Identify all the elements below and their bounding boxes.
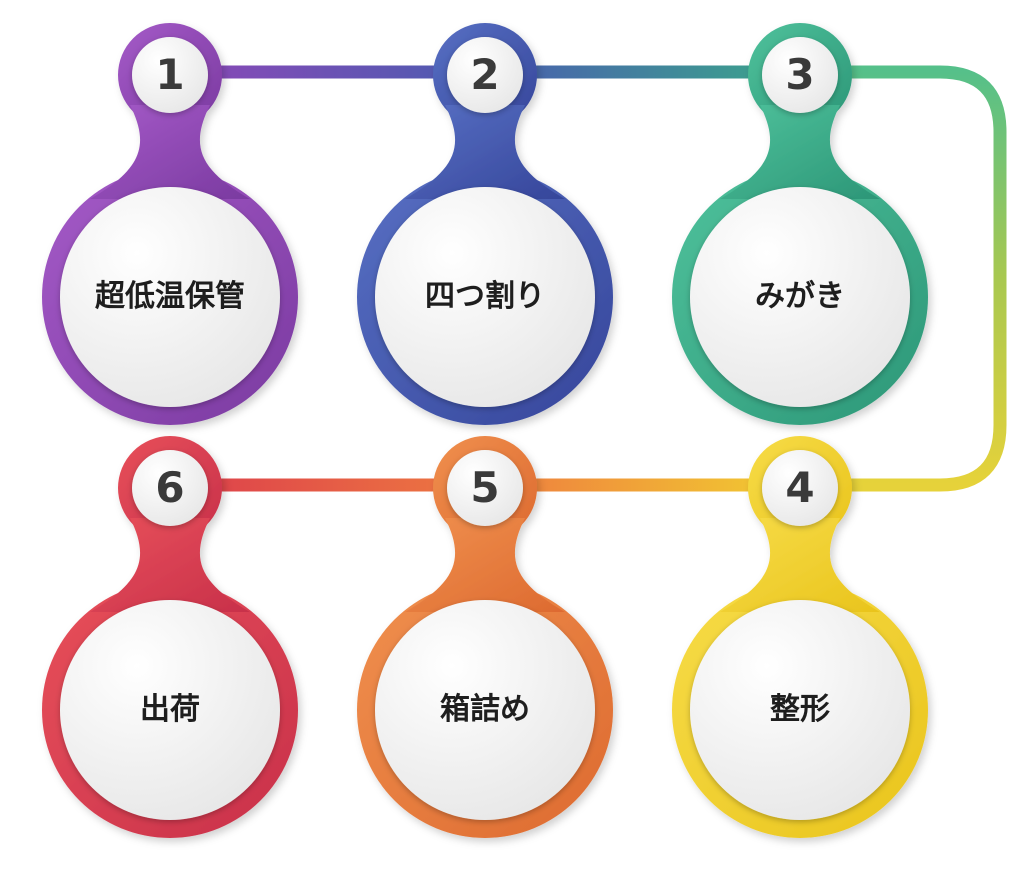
step-5-number-disc [447, 450, 523, 526]
step-3-label-disc [690, 187, 910, 407]
step-3-number-disc [762, 37, 838, 113]
step-6-label: 出荷 [140, 692, 200, 727]
step-node-5 [357, 436, 613, 838]
step-6-number-disc [132, 450, 208, 526]
connector-right [813, 65, 1007, 492]
step-3-number: 3 [785, 50, 815, 99]
step-2-label-disc [375, 187, 595, 407]
step-5-number: 5 [470, 463, 500, 512]
step-6-label-disc [60, 600, 280, 820]
step-4-label: 整形 [770, 692, 830, 727]
step-node-2 [357, 23, 613, 425]
step-node-6 [42, 436, 298, 838]
step-1-label-disc [60, 187, 280, 407]
step-1-number-disc [132, 37, 208, 113]
step-4-label-disc [690, 600, 910, 820]
step-node-3 [672, 23, 928, 425]
step-node-4 [672, 436, 928, 838]
step-1-number: 1 [155, 50, 185, 99]
step-4-number: 4 [785, 463, 815, 512]
step-1-label: 超低温保管 [95, 279, 245, 314]
step-2-number: 2 [470, 50, 500, 99]
step-node-1 [42, 23, 298, 425]
step-5-label-disc [375, 600, 595, 820]
step-6-number: 6 [155, 463, 185, 512]
step-2-label: 四つ割り [425, 279, 545, 314]
step-2-number-disc [447, 37, 523, 113]
step-4-number-disc [762, 450, 838, 526]
step-3-label: みがき [755, 279, 845, 314]
step-5-label: 箱詰め [440, 692, 530, 727]
